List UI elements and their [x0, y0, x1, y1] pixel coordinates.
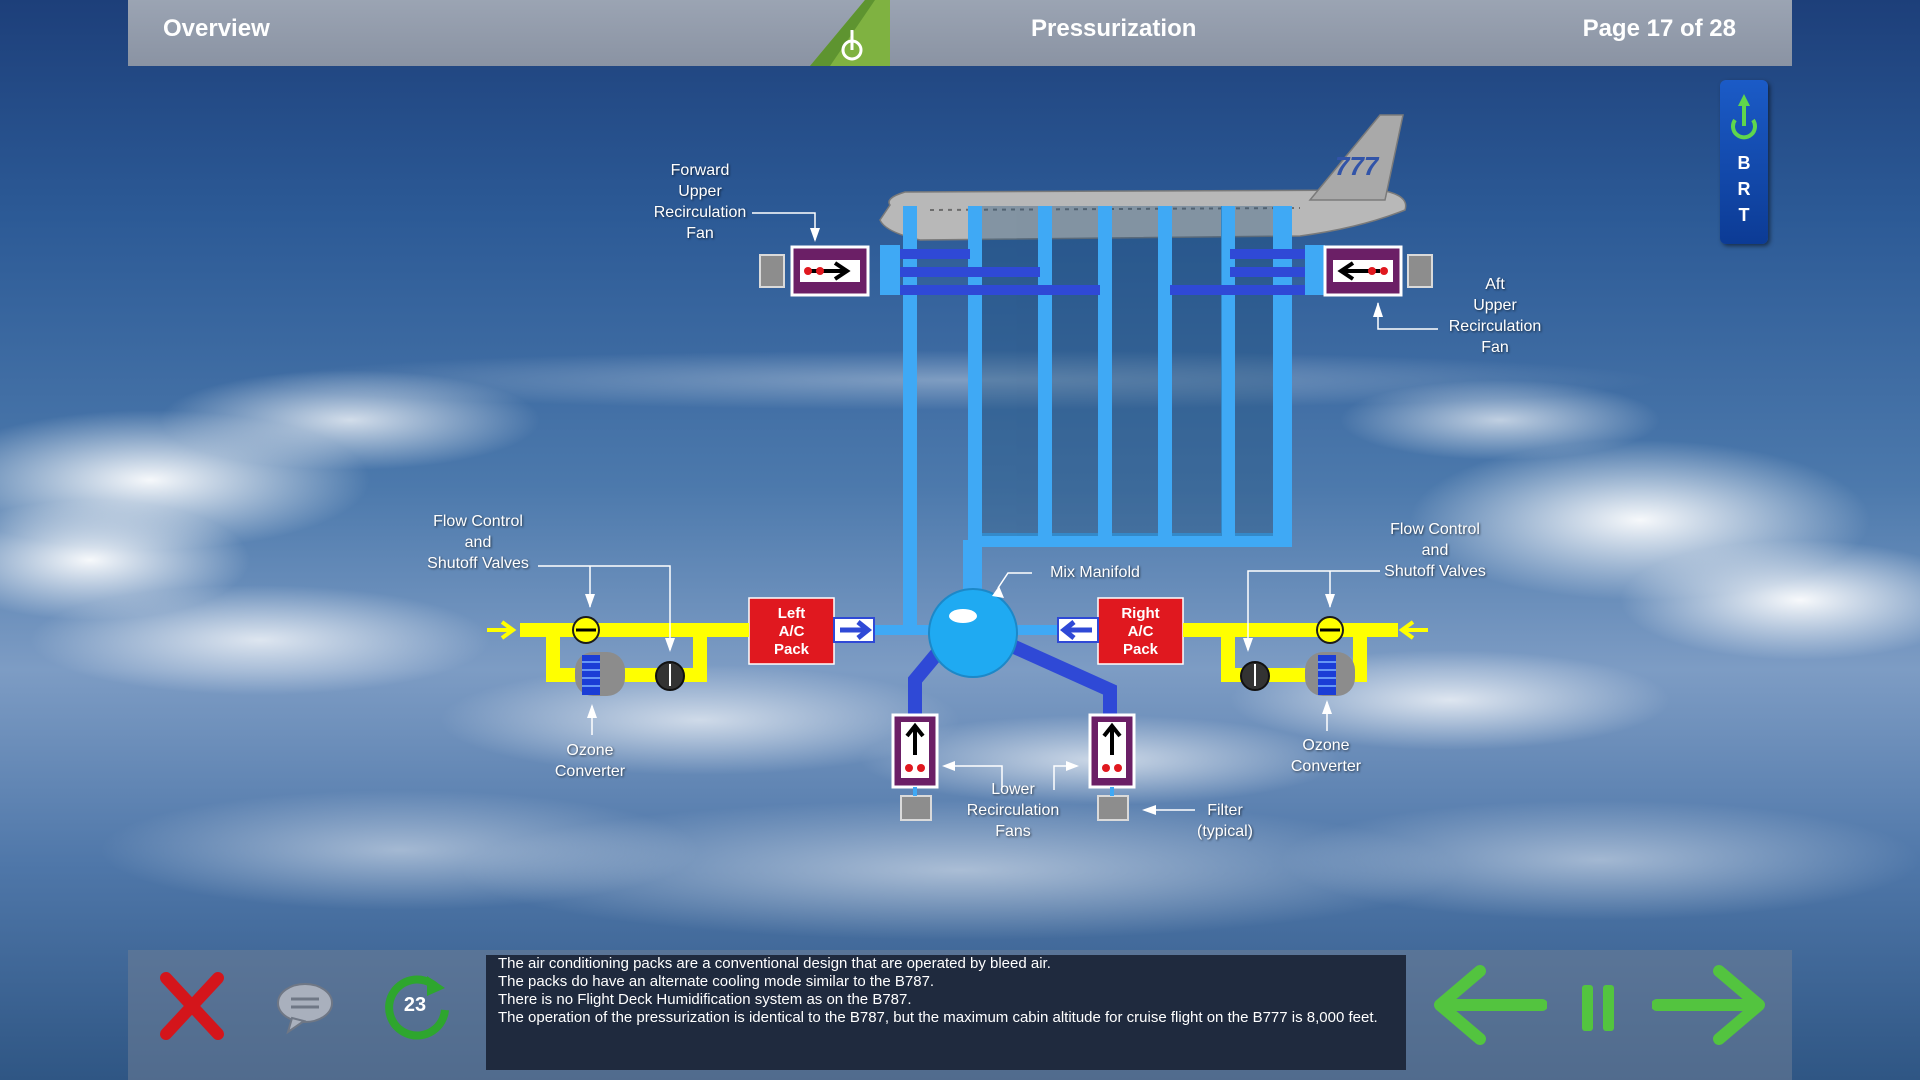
replay-icon [385, 975, 449, 1040]
label-line: Forward [670, 162, 730, 179]
overview-link[interactable]: Overview [163, 15, 270, 42]
label-line: Ozone [566, 742, 614, 759]
label-left-ac-pack: Left A/C Pack [749, 605, 834, 659]
label-line: Left [777, 605, 806, 622]
top-header-bar: Overview Pressurization Page 17 of 28 [128, 0, 1792, 66]
label-line: Flow Control [1390, 521, 1480, 538]
back-arrow-icon[interactable] [1432, 965, 1547, 1045]
label-line: Right [1121, 605, 1160, 622]
label-aft-upper-recirc-fan: Aft Upper Recirculation Fan [1435, 274, 1555, 358]
label-line: Recirculation [966, 802, 1060, 819]
label-ozone-converter-right: Ozone Converter [1276, 735, 1376, 777]
label-line: Fan [686, 225, 714, 242]
label-line: Recirculation [1448, 318, 1542, 335]
replay-button[interactable]: 23 [383, 972, 455, 1042]
label-lower-recirc-fans: Lower Recirculation Fans [953, 779, 1073, 842]
narration-text-panel: The air conditioning packs are a convent… [486, 955, 1406, 1070]
right-pack-arrow-icon [1057, 617, 1099, 643]
label-ozone-converter-left: Ozone Converter [540, 740, 640, 782]
brt-letter-t: T [1738, 205, 1750, 225]
label-filter: Filter (typical) [1180, 800, 1270, 842]
brt-letter-r: R [1737, 179, 1751, 199]
brt-letter-b: B [1737, 153, 1751, 173]
left-bleed-arrow-icon [487, 620, 517, 640]
note-line: The operation of the pressurization is i… [498, 1009, 1378, 1026]
mix-manifold-icon [928, 588, 1018, 678]
label-line: Pack [773, 641, 810, 658]
label-line: Upper [1473, 297, 1517, 314]
label-mix-manifold: Mix Manifold [1050, 564, 1140, 581]
label-line: Converter [554, 763, 626, 780]
brt-tab[interactable]: B R T [1720, 80, 1768, 244]
label-line: Upper [678, 183, 722, 200]
label-right-ac-pack: Right A/C Pack [1098, 605, 1183, 659]
right-lower-recirc-fan-icon [1088, 713, 1136, 821]
label-line: Fans [995, 823, 1031, 840]
forward-upper-recirc-fan-icon [759, 245, 870, 297]
power-plane-icon [1731, 94, 1757, 140]
label-line: Flow Control [433, 513, 523, 530]
right-bleed-arrow-icon [1398, 620, 1428, 640]
speech-bubble-icon[interactable] [274, 978, 336, 1036]
label-line: Lower [991, 781, 1035, 798]
label-line: Ozone [1302, 737, 1350, 754]
label-line: Fan [1481, 339, 1509, 356]
label-line: (typical) [1196, 823, 1253, 840]
forward-arrow-icon[interactable] [1652, 965, 1767, 1045]
left-ozone-converter-icon [582, 655, 600, 695]
note-line: The packs do have an alternate cooling m… [498, 973, 935, 990]
label-line: Recirculation [653, 204, 747, 221]
page-counter: Page 17 of 28 [1582, 15, 1736, 42]
label-line: Aft [1485, 276, 1505, 293]
label-line: Filter [1207, 802, 1243, 819]
green-tail-logo-icon [810, 0, 890, 66]
right-ozone-converter-icon [1318, 655, 1336, 695]
replay-count: 23 [403, 994, 427, 1016]
label-line: Converter [1290, 758, 1362, 775]
label-line: and [464, 534, 492, 551]
label-line: Shutoff Valves [1384, 563, 1486, 580]
pause-icon[interactable] [1580, 983, 1616, 1033]
label-line: Shutoff Valves [427, 555, 529, 572]
label-line: A/C [1127, 623, 1154, 640]
label-flow-control-left: Flow Control and Shutoff Valves [418, 511, 538, 574]
page-title: Pressurization [1031, 15, 1197, 42]
label-line: A/C [778, 623, 805, 640]
note-line: There is no Flight Deck Humidification s… [498, 991, 912, 1008]
left-ac-pack [748, 597, 835, 665]
svg-text:777: 777 [1335, 151, 1380, 181]
close-icon[interactable] [160, 972, 224, 1042]
label-flow-control-right: Flow Control and Shutoff Valves [1375, 519, 1495, 582]
label-line: Pack [1122, 641, 1159, 658]
distribution-ducts [903, 206, 1292, 630]
aft-upper-recirc-fan-icon [1323, 245, 1433, 297]
right-ac-pack [1097, 597, 1184, 665]
label-line: and [1421, 542, 1449, 559]
left-lower-recirc-fan-icon [891, 713, 939, 821]
label-forward-upper-recirc-fan: Forward Upper Recirculation Fan [640, 160, 760, 244]
note-line: The air conditioning packs are a convent… [498, 955, 1051, 972]
left-pack-arrow-icon [833, 617, 875, 643]
